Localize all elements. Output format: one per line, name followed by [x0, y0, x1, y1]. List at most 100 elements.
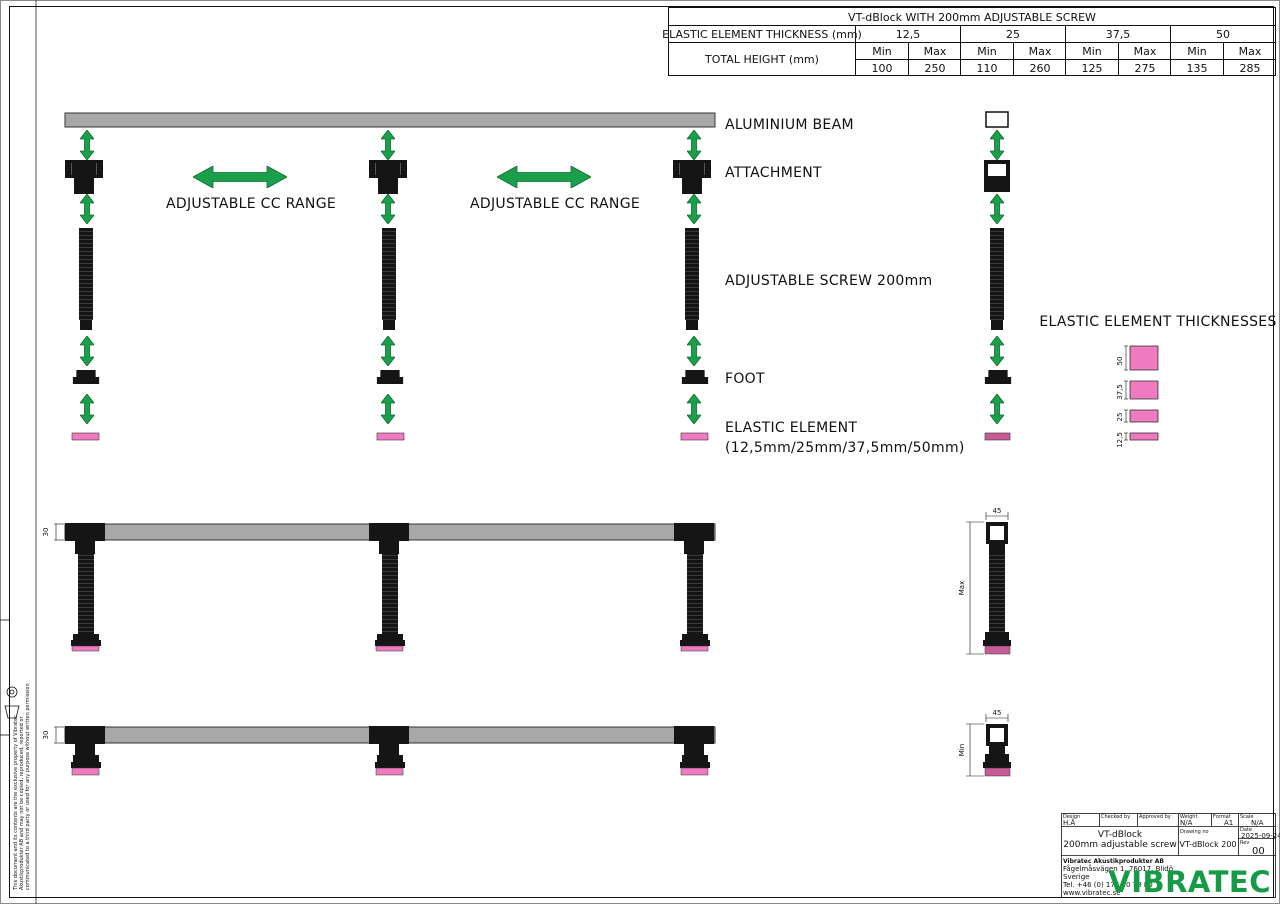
foot-part: [681, 370, 709, 384]
svg-text:Sverige: Sverige: [1063, 873, 1089, 881]
foot-label: FOOT: [725, 371, 765, 387]
side-assembly-min: 45 Min: [958, 709, 1011, 777]
max-height-value: 260: [1030, 62, 1051, 75]
vertical-arrow-icon: [381, 194, 395, 224]
support-right: [674, 726, 714, 776]
svg-text:Drawing no: Drawing no: [1180, 829, 1209, 835]
vertical-arrow-icon: [80, 194, 94, 224]
vertical-arrow-icon: [80, 130, 94, 160]
width-45-dimension: 45: [993, 507, 1002, 515]
attachment-part: [65, 160, 103, 194]
elastic-element-part: [680, 432, 709, 441]
vertical-arrow-icon: [687, 336, 701, 366]
support-left: [65, 726, 105, 776]
max-height-value: 275: [1135, 62, 1156, 75]
svg-text:A1: A1: [1224, 819, 1233, 827]
vertical-arrow-icon: [687, 394, 701, 424]
table-title: VT-dBlock WITH 200mm ADJUSTABLE SCREW: [848, 11, 1096, 24]
foot-part: [72, 370, 100, 384]
min-header: Min: [1082, 45, 1102, 58]
max-header: Max: [1029, 45, 1052, 58]
vertical-arrow-icon: [687, 194, 701, 224]
vibratec-logo: VIBRATEC: [1108, 865, 1271, 899]
beam-label: ALUMINIUM BEAM: [725, 117, 854, 133]
cc-range-label: ADJUSTABLE CC RANGE: [166, 196, 336, 212]
foot-part: [376, 370, 404, 384]
min-height-value: 125: [1082, 62, 1103, 75]
min-height-value: 135: [1187, 62, 1208, 75]
side-exploded-view: [984, 111, 1012, 441]
thickness-cell: 50: [1216, 28, 1230, 41]
svg-text:Rev: Rev: [1240, 840, 1249, 846]
thickness-row-label: ELASTIC ELEMENT THICKNESS (mm): [662, 28, 862, 41]
min-header: Min: [1187, 45, 1207, 58]
max-height-value: 250: [925, 62, 946, 75]
thickness-25-label: 25: [1116, 413, 1124, 422]
beam-profile: [985, 111, 1009, 128]
support-column-right: [673, 130, 711, 441]
svg-text:Design: Design: [1063, 814, 1080, 820]
vertical-arrow-icon: [687, 130, 701, 160]
elastic-element-part: [376, 432, 405, 441]
elastic-element-part: [984, 432, 1011, 441]
svg-text:N/A: N/A: [1180, 819, 1193, 827]
vertical-arrow-icon: [381, 336, 395, 366]
projection-symbol: [4, 686, 20, 719]
adjustable-screw-part: [990, 228, 1004, 330]
ownership-note: This document and its contents are the e…: [13, 683, 31, 891]
svg-text:Weight: Weight: [1180, 814, 1197, 820]
svg-text:Date: Date: [1240, 827, 1252, 833]
drawing-frame: [9, 6, 1274, 898]
adjustable-screw-part: [685, 228, 699, 330]
assembly-min-height: 30: [42, 726, 716, 776]
drawing-date: 2025-09-24: [1241, 832, 1280, 840]
vertical-arrow-icon: [80, 394, 94, 424]
svg-text:Akustikprodukter AB and may no: Akustikprodukter AB and may not be copie…: [19, 715, 25, 890]
width-45-dimension: 45: [993, 709, 1002, 717]
vertical-arrow-icon: [990, 130, 1004, 160]
svg-text:Format: Format: [1213, 814, 1231, 820]
max-header: Max: [1239, 45, 1262, 58]
min-height-value: 100: [872, 62, 893, 75]
height-table: [668, 7, 1276, 76]
vertical-arrow-icon: [381, 394, 395, 424]
beam-height-dimension: 30: [42, 731, 50, 740]
title-block: Design H.Å Checked by Approved by Weight…: [1061, 813, 1280, 899]
elastic-sizes-label: (12,5mm/25mm/37,5mm/50mm): [725, 440, 965, 456]
svg-text:Checked by: Checked by: [1101, 814, 1130, 820]
thickness-12-label: 12,5: [1116, 432, 1124, 448]
svg-text:www.vibratec.se: www.vibratec.se: [1063, 889, 1121, 897]
aluminium-beam: [64, 112, 716, 128]
support-column-middle: [369, 130, 407, 441]
attachment-part: [673, 160, 711, 194]
vertical-arrow-icon: [990, 336, 1004, 366]
support-middle: [369, 726, 409, 776]
max-height-dimension: Max: [958, 581, 966, 595]
vertical-arrow-icon: [990, 194, 1004, 224]
side-assembly-max: 45 Max: [958, 507, 1011, 655]
thickness-37-label: 37,5: [1116, 384, 1124, 400]
drawing-title: VT-dBlock: [1098, 830, 1143, 840]
svg-text:Scale: Scale: [1240, 814, 1253, 820]
max-header: Max: [1134, 45, 1157, 58]
support-middle: [369, 523, 409, 652]
beam-height-dimension: 30: [42, 528, 50, 537]
svg-text:This document and its contents: This document and its contents are the e…: [13, 715, 19, 891]
attachment-profile: [984, 160, 1010, 192]
attachment-part: [369, 160, 407, 194]
drawing-number: VT-dBlock 200: [1179, 840, 1236, 849]
thickness-cell: 25: [1006, 28, 1020, 41]
svg-text:Tel. +46 (0) 176 20 78 80: Tel. +46 (0) 176 20 78 80: [1062, 881, 1153, 889]
height-row-label: TOTAL HEIGHT (mm): [704, 53, 819, 66]
support-left: [65, 523, 105, 652]
adjustable-screw-part: [79, 228, 93, 330]
elastic-element-part: [71, 432, 100, 441]
thickness-cell: 12,5: [896, 28, 921, 41]
min-height-value: 110: [977, 62, 998, 75]
foot-part: [984, 370, 1012, 384]
svg-text:Approved by: Approved by: [1139, 814, 1171, 820]
max-height-value: 285: [1240, 62, 1261, 75]
thicknesses-title: ELASTIC ELEMENT THICKNESSES: [1039, 314, 1276, 330]
